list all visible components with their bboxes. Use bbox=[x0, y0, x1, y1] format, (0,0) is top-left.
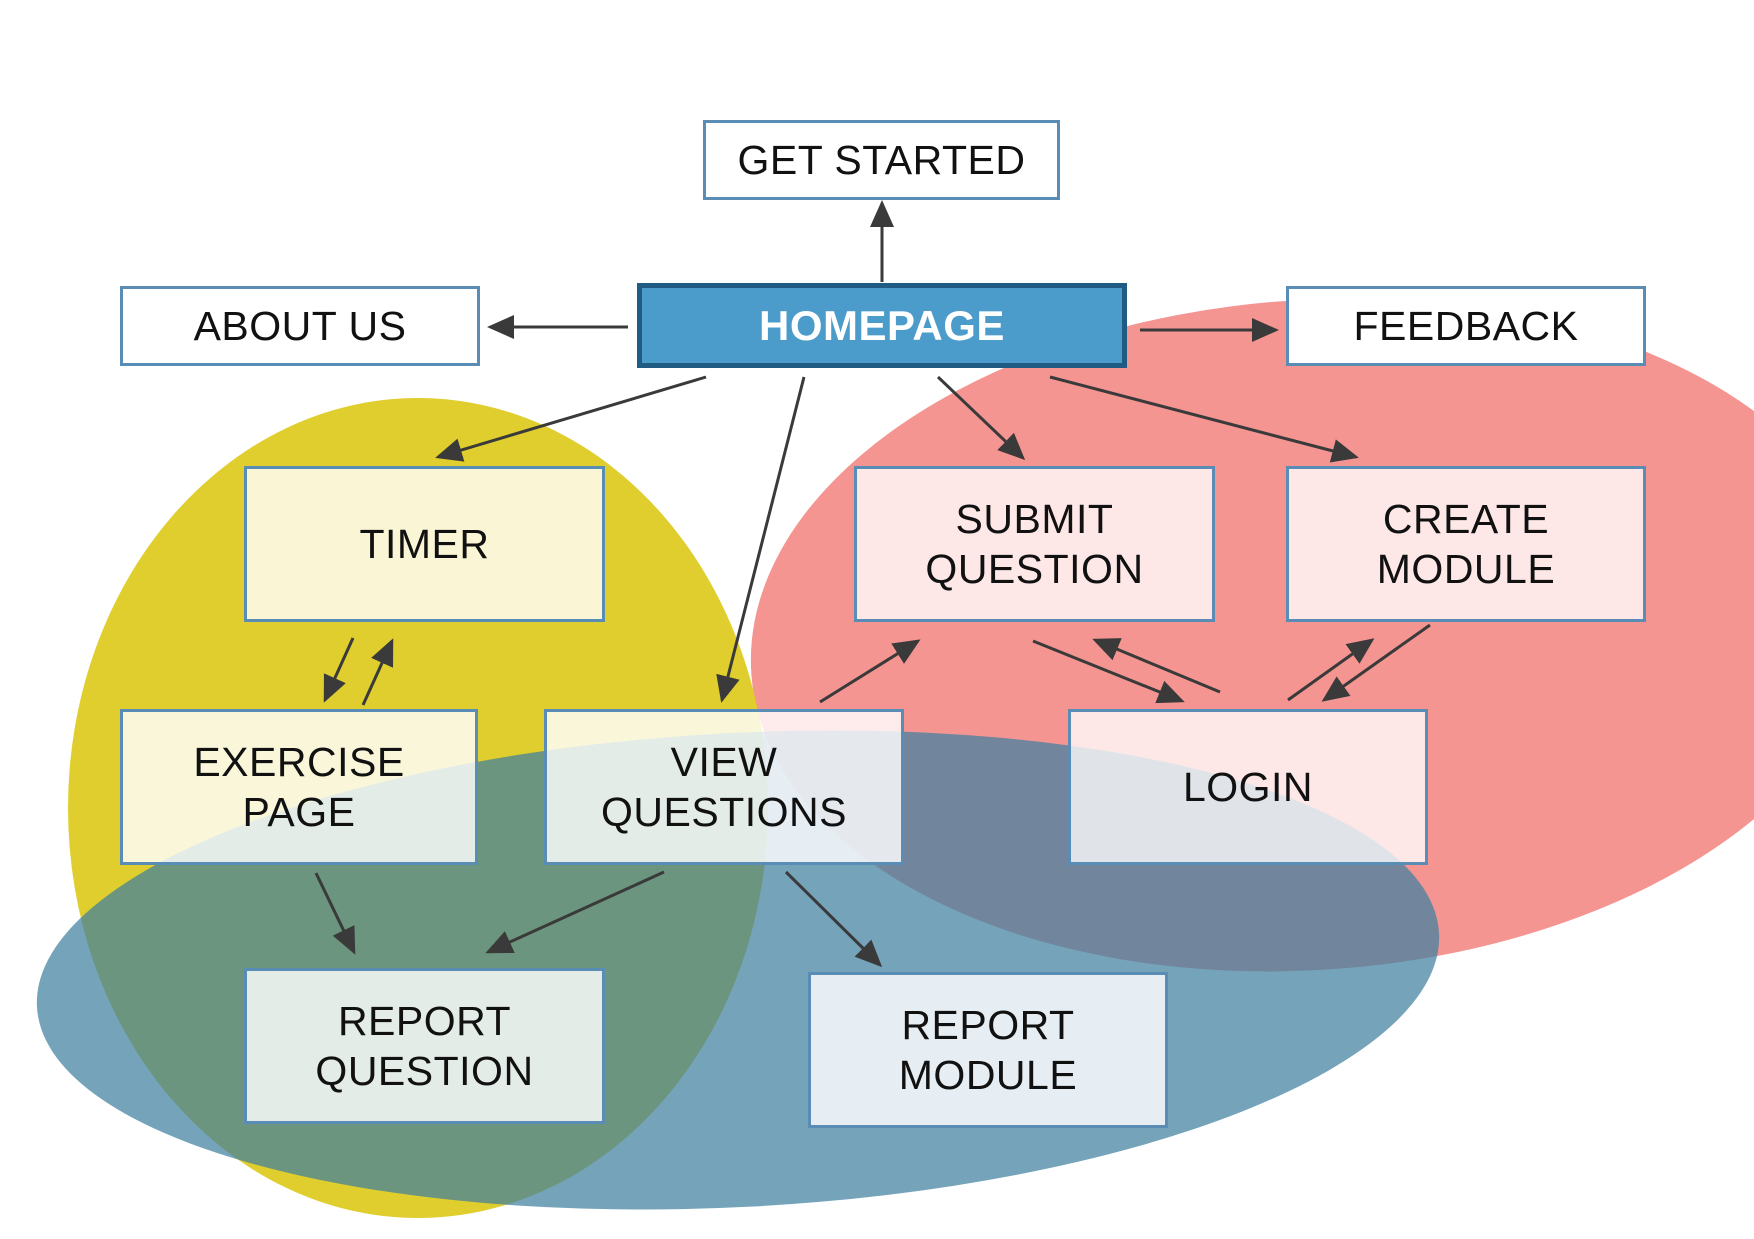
node-homepage-label: HOMEPAGE bbox=[759, 301, 1005, 349]
node-report-module-label: REPORT MODULE bbox=[898, 1001, 1078, 1098]
arrow-create-module-to-login bbox=[1321, 623, 1431, 702]
node-create-module-label: CREATE MODULE bbox=[1376, 495, 1556, 592]
node-report-question[interactable]: REPORT QUESTION bbox=[244, 968, 605, 1124]
arrow-view-questions-to-report-question bbox=[485, 870, 665, 954]
node-timer-label: TIMER bbox=[359, 520, 490, 567]
arrow-homepage-to-timer bbox=[435, 375, 707, 462]
arrow-view-questions-to-report-module bbox=[784, 870, 883, 968]
node-about-us-label: ABOUT US bbox=[193, 302, 407, 349]
node-about-us[interactable]: ABOUT US bbox=[120, 286, 480, 366]
node-get-started-label: GET STARTED bbox=[737, 136, 1026, 183]
arrow-exercise-page-to-timer bbox=[361, 638, 394, 706]
arrow-submit-question-to-login bbox=[1032, 639, 1185, 704]
node-submit-question[interactable]: SUBMIT QUESTION bbox=[854, 466, 1215, 622]
arrow-homepage-to-submit-question bbox=[936, 375, 1026, 461]
node-feedback[interactable]: FEEDBACK bbox=[1286, 286, 1646, 366]
node-exercise-page-label: EXERCISE PAGE bbox=[193, 738, 405, 835]
node-timer[interactable]: TIMER bbox=[244, 466, 605, 622]
arrow-homepage-to-view-questions bbox=[716, 376, 806, 703]
arrow-login-to-submit-question bbox=[1092, 638, 1221, 694]
node-login[interactable]: LOGIN bbox=[1068, 709, 1428, 865]
node-feedback-label: FEEDBACK bbox=[1353, 302, 1579, 349]
arrow-view-questions-to-submit-question bbox=[819, 639, 921, 704]
arrow-login-to-create-module bbox=[1287, 638, 1375, 702]
node-login-label: LOGIN bbox=[1182, 763, 1314, 810]
node-get-started[interactable]: GET STARTED bbox=[703, 120, 1060, 200]
node-view-questions-label: VIEW QUESTIONS bbox=[601, 738, 847, 835]
arrow-homepage-to-create-module bbox=[1049, 375, 1359, 463]
node-report-question-label: REPORT QUESTION bbox=[315, 997, 534, 1094]
node-exercise-page[interactable]: EXERCISE PAGE bbox=[120, 709, 478, 865]
node-view-questions[interactable]: VIEW QUESTIONS bbox=[544, 709, 904, 865]
node-create-module[interactable]: CREATE MODULE bbox=[1286, 466, 1646, 622]
node-report-module[interactable]: REPORT MODULE bbox=[808, 972, 1168, 1128]
edges-group bbox=[314, 200, 1431, 968]
node-homepage[interactable]: HOMEPAGE bbox=[637, 283, 1127, 368]
arrow-timer-to-exercise-page bbox=[323, 637, 355, 703]
node-submit-question-label: SUBMIT QUESTION bbox=[925, 495, 1144, 592]
arrow-exercise-page-to-report-question bbox=[314, 872, 356, 955]
